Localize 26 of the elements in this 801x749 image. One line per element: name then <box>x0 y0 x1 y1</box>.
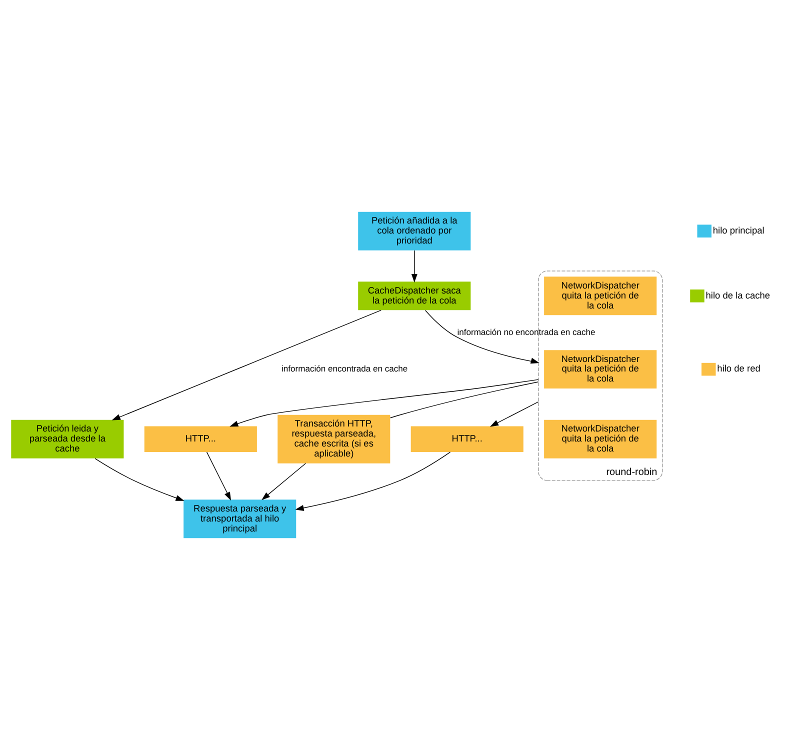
arrow <box>206 451 232 500</box>
node-box: HTTP... <box>144 426 257 452</box>
node-box: NetworkDispatcher quita la petición de la cola <box>544 419 657 458</box>
legend-label: hilo de red <box>717 363 760 374</box>
node-label: round-robin <box>606 466 658 478</box>
edge-label: información encontrada en cache <box>281 363 408 374</box>
legend-label: hilo de la cache <box>706 290 770 300</box>
edge-label: información no encontrada en cache <box>457 326 596 336</box>
arrow <box>411 250 418 282</box>
node-box: Transacción HTTP, respuesta parseada, cache escrita (si es aplicable) <box>278 414 390 463</box>
arrow <box>94 458 184 500</box>
node-box: HTTP... <box>410 426 524 452</box>
node-box: NetworkDispatcher quita la petición de la cola <box>544 276 657 315</box>
legend-label: hilo principal <box>712 225 764 236</box>
arrow <box>490 400 539 426</box>
node-box: NetworkDispatcher quita la petición de la cola <box>544 350 657 388</box>
arrow <box>112 309 382 420</box>
node-box: Petición leida y parseada desde la cache <box>11 419 124 458</box>
arrow <box>424 310 540 364</box>
arrow <box>262 462 306 500</box>
arrow <box>230 378 539 426</box>
node-box: CacheDispatcher saca la petición de la cola <box>358 281 471 310</box>
node-box: Respuesta parseada y transportada al hilo principal <box>184 499 296 538</box>
connector <box>390 381 539 418</box>
node-box: Petición añadida a la cola ordenado por prioridad <box>358 211 471 250</box>
arrow <box>295 451 451 510</box>
